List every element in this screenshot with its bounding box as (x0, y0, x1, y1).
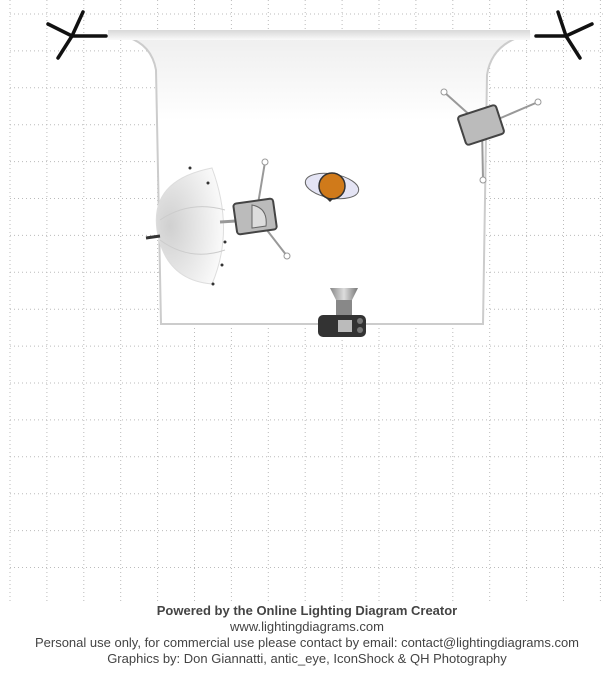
powered-by-text: Powered by the Online Lighting Diagram C… (156, 603, 458, 618)
umbrella-icon (145, 166, 237, 286)
subject-icon (304, 172, 360, 202)
credits-text: Graphics by: Don Giannatti, antic_eye, I… (107, 651, 507, 666)
website-link[interactable]: www.lightingdiagrams.com (230, 619, 384, 634)
right-strobe-icon (440, 88, 542, 184)
left-strobe-icon (232, 158, 291, 260)
left-stand-icon (46, 10, 108, 60)
lighting-diagram-canvas (9, 0, 604, 604)
license-text: Personal use only, for commercial use pl… (34, 635, 580, 650)
camera-icon (318, 288, 366, 337)
right-stand-icon (534, 10, 594, 60)
